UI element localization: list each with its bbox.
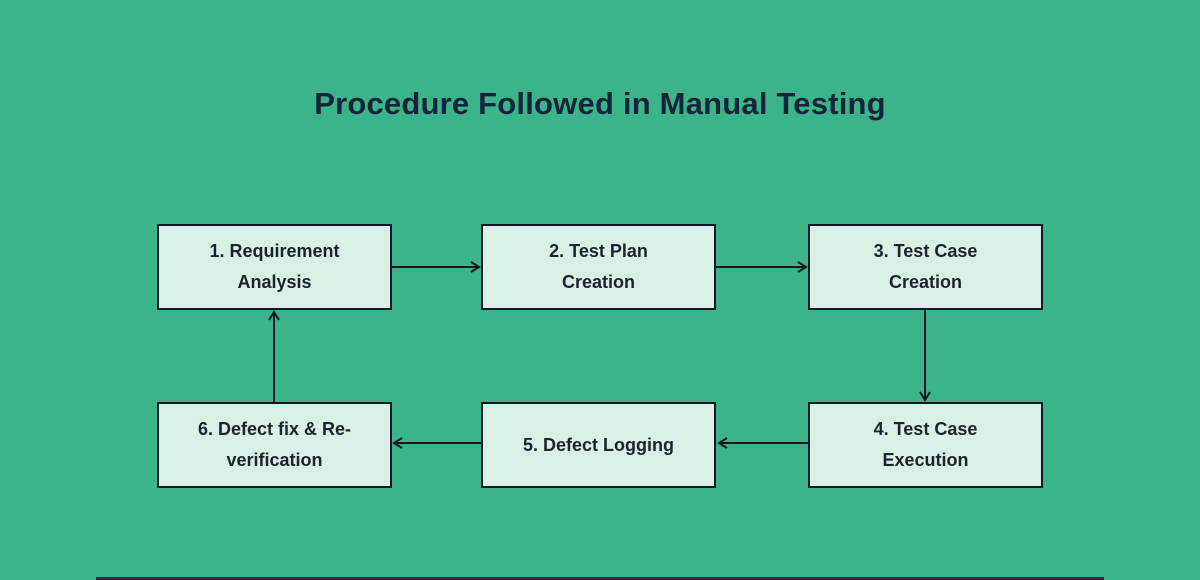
step-label-line: 4. Test Case <box>873 419 978 439</box>
step-label-line: Creation <box>888 272 962 292</box>
step-box-requirement-analysis: 1. Requirement Analysis <box>157 224 392 310</box>
step-box-defect-fix-reverification: 6. Defect fix & Re- verification <box>157 402 392 488</box>
step-box-test-plan-creation: 2. Test Plan Creation <box>481 224 716 310</box>
step-label-line: verification <box>226 450 323 470</box>
step-box-defect-logging: 5. Defect Logging <box>481 402 716 488</box>
step-label-line: 5. Defect Logging <box>522 434 674 455</box>
step-label-line: Execution <box>882 450 969 470</box>
diagram-title: Procedure Followed in Manual Testing <box>314 86 886 121</box>
step-box-test-case-execution: 4. Test Case Execution <box>808 402 1043 488</box>
step-label-line: 3. Test Case <box>873 241 978 261</box>
step-label-line: 2. Test Plan <box>549 241 648 261</box>
step-label-line: Analysis <box>237 272 312 292</box>
step-box-test-case-creation: 3. Test Case Creation <box>808 224 1043 310</box>
bottom-edge-bar <box>96 577 1104 580</box>
step-label-line: 6. Defect fix & Re- <box>197 419 352 439</box>
step-label-line: 1. Requirement <box>209 241 340 261</box>
step-label-line: Creation <box>561 272 635 292</box>
